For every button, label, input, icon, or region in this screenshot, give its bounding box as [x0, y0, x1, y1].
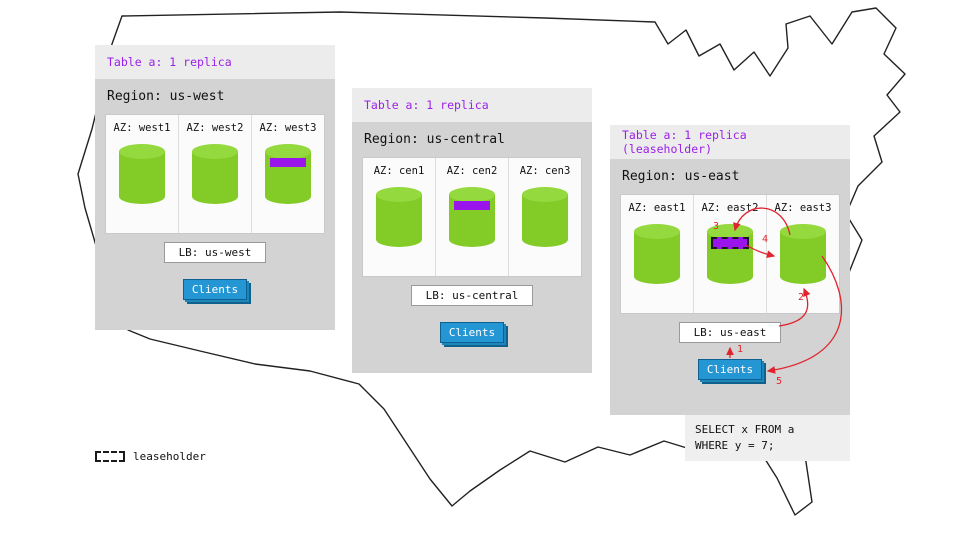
clients-box: Clients [183, 279, 247, 300]
az-column: AZ: cen1 [363, 158, 436, 276]
table-replica-label: Table a: 1 replica [107, 55, 232, 69]
arrow-step-5: 5 [776, 376, 783, 387]
arrow-step-1: 1 [737, 344, 744, 355]
az-column: AZ: west3 [252, 115, 324, 233]
replica-cylinder [376, 187, 422, 247]
region-title: Region: us-east [622, 169, 740, 184]
az-label: AZ: west2 [186, 122, 244, 134]
az-panel: AZ: cen1 AZ: cen2 AZ: cen3 [362, 157, 582, 277]
az-panel: AZ: east1 AZ: east2 AZ: east3 [620, 194, 840, 314]
region-panel-us-central: Table a: 1 replica Region: us-central AZ… [352, 88, 592, 373]
replica-cylinder [522, 187, 568, 247]
az-label: AZ: east3 [774, 202, 832, 214]
sql-query-box: SELECT x FROM a WHERE y = 7; [685, 415, 850, 461]
arrow-step-4: 4 [762, 234, 769, 245]
clients-box: Clients [440, 322, 504, 343]
table-a-replica-band [454, 201, 490, 210]
az-column: AZ: cen2 [436, 158, 509, 276]
az-label: AZ: west1 [113, 122, 171, 134]
az-panel: AZ: west1 AZ: west2 AZ: west3 [105, 114, 325, 234]
replica-cylinder [707, 224, 753, 284]
az-column: AZ: cen3 [509, 158, 581, 276]
az-label: AZ: cen2 [446, 165, 498, 177]
table-replica-header: Table a: 1 replica (leaseholder) [610, 125, 850, 159]
az-column: AZ: west2 [179, 115, 252, 233]
az-label: AZ: west3 [259, 122, 317, 134]
region-body: Region: us-east AZ: east1 AZ: east2 AZ: … [610, 159, 850, 415]
az-label: AZ: cen3 [519, 165, 571, 177]
arrow-step-2: 2 [798, 292, 805, 303]
az-column: AZ: east2 [694, 195, 767, 313]
replica-cylinder [780, 224, 826, 284]
region-title: Region: us-central [364, 132, 505, 147]
region-title: Region: us-west [107, 89, 225, 104]
legend: leaseholder [95, 450, 206, 463]
az-label: AZ: east1 [628, 202, 686, 214]
replica-cylinder [192, 144, 238, 204]
table-replica-leaseholder-label: Table a: 1 replica (leaseholder) [622, 128, 747, 156]
az-label: AZ: cen1 [373, 165, 425, 177]
load-balancer-box: LB: us-west [163, 242, 267, 263]
replica-cylinder [449, 187, 495, 247]
table-replica-header: Table a: 1 replica [352, 88, 592, 122]
az-column: AZ: west1 [106, 115, 179, 233]
legend-label: leaseholder [133, 450, 206, 463]
region-panel-us-east: Table a: 1 replica (leaseholder) Region:… [610, 125, 850, 415]
sql-query-line1: SELECT x FROM a [695, 423, 795, 436]
table-replica-header: Table a: 1 replica [95, 45, 335, 79]
arrow-step-3: 3 [713, 221, 720, 232]
region-panel-us-west: Table a: 1 replica Region: us-west AZ: w… [95, 45, 335, 330]
leaseholder-replica-band [711, 237, 749, 249]
region-body: Region: us-central AZ: cen1 AZ: cen2 AZ:… [352, 122, 592, 373]
table-a-replica-band [270, 158, 306, 167]
replica-cylinder [265, 144, 311, 204]
region-body: Region: us-west AZ: west1 AZ: west2 AZ: … [95, 79, 335, 330]
replica-cylinder [634, 224, 680, 284]
table-replica-label: Table a: 1 replica [364, 98, 489, 112]
leaseholder-swatch-icon [95, 451, 125, 462]
replica-cylinder [119, 144, 165, 204]
load-balancer-box: LB: us-central [410, 285, 534, 306]
sql-query-line2: WHERE y = 7; [695, 438, 775, 452]
clients-box: Clients [698, 359, 762, 380]
az-column: AZ: east1 [621, 195, 694, 313]
load-balancer-box: LB: us-east [678, 322, 782, 343]
az-label: AZ: east2 [701, 202, 759, 214]
